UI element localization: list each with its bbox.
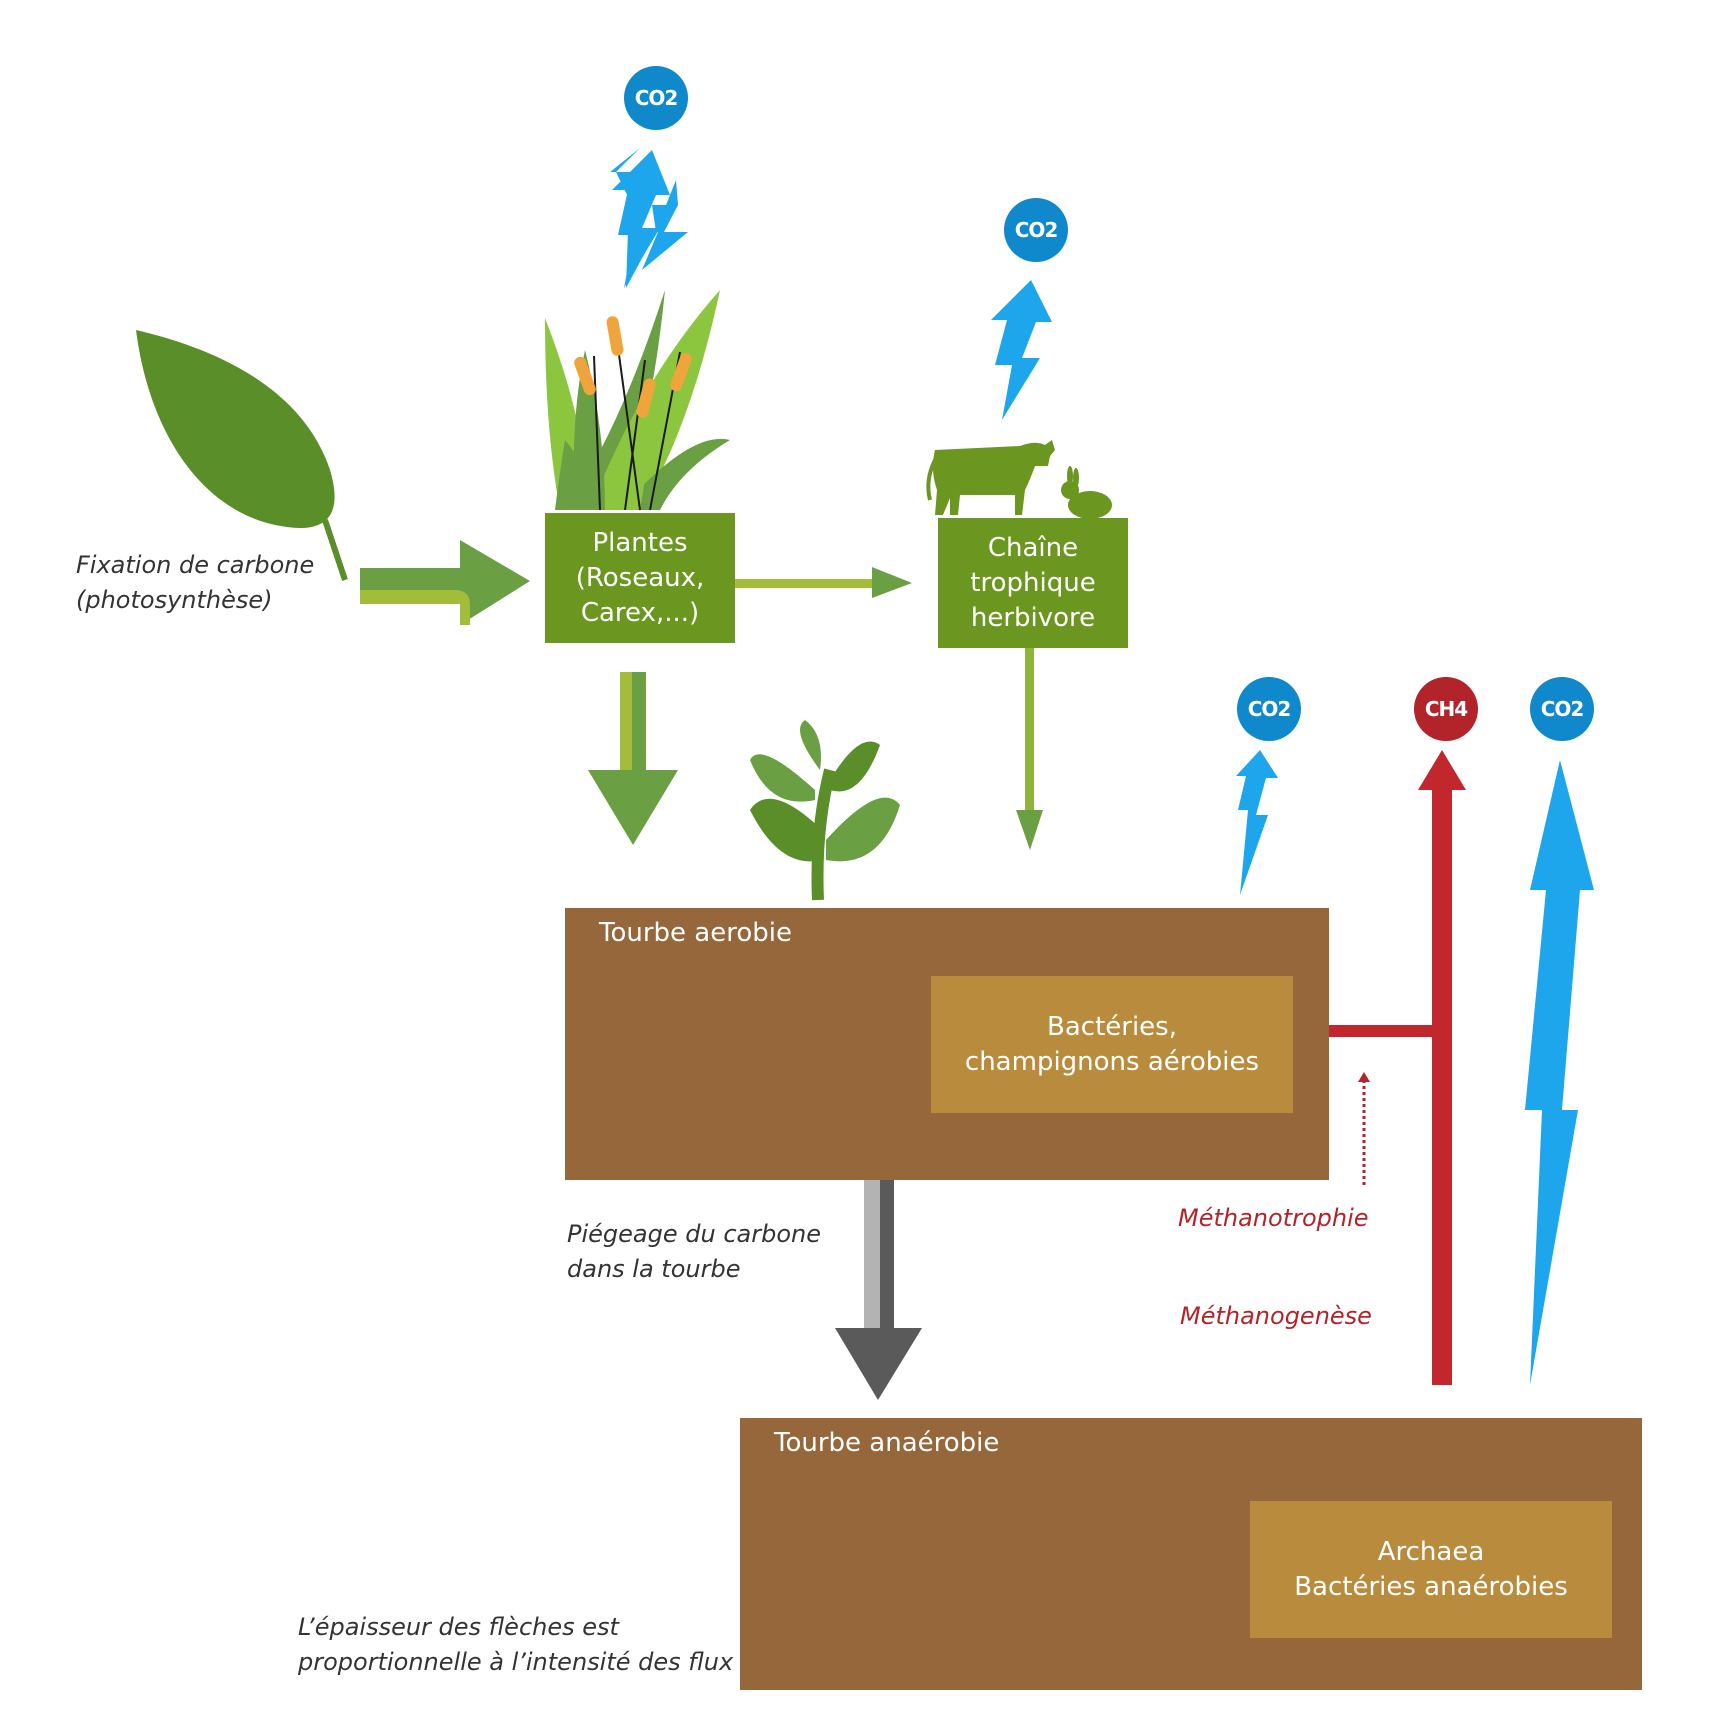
co2-badge-plants: CO2	[624, 66, 688, 130]
plantes-box: Plantes (Roseaux, Carex,...)	[545, 513, 735, 643]
rabbit-icon	[1061, 466, 1112, 519]
seedling-icon	[750, 720, 900, 901]
piegeage-line1: Piégeage du carbone	[567, 1220, 821, 1248]
archaea-line2: Bactéries anaérobies	[1294, 1571, 1568, 1602]
co2-badge-anaerobic: CO2	[1530, 677, 1594, 741]
fixation-label: Fixation de carbone (photosynthèse)	[76, 548, 314, 618]
bacteries-line2: champignons aérobies	[964, 1046, 1260, 1077]
piegeage-label: Piégeage du carbone dans la tourbe	[567, 1217, 821, 1287]
plantes-line3: Carex,...)	[580, 597, 700, 628]
tourbe-aerobie-block: Tourbe aerobie Bactéries, champignons aé…	[565, 908, 1329, 1180]
methanotrophie-label: Méthanotrophie	[1178, 1204, 1369, 1232]
fixation-label-line1: Fixation de carbone	[76, 551, 315, 579]
bacteries-line1: Bactéries,	[1047, 1011, 1177, 1042]
co2-flux-bolt-icon	[610, 148, 688, 288]
tourbe-anaerobie-title: Tourbe anaérobie	[774, 1428, 1000, 1458]
cow-icon	[926, 440, 1055, 515]
chaine-line3: herbivore	[970, 602, 1096, 633]
tourbe-anaerobie-block: Tourbe anaérobie Archaea Bactéries anaér…	[740, 1418, 1642, 1690]
archaea-line1: Archaea	[1377, 1536, 1485, 1567]
co2-flux-bolt-icon-aerobic	[1236, 750, 1278, 895]
plants-to-herbivore-arrow	[735, 567, 912, 598]
chaine-line1: Chaîne	[987, 532, 1079, 563]
co2-badge-aerobic: CO2	[1237, 677, 1301, 741]
photosynthesis-arrow	[360, 540, 530, 625]
flux-note-line2: proportionnelle à l’intensité des flux	[298, 1648, 734, 1676]
methanogenese-label: Méthanogenèse	[1180, 1302, 1372, 1330]
archaea-box: Archaea Bactéries anaérobies	[1250, 1501, 1612, 1638]
bacteries-aerobies-box: Bactéries, champignons aérobies	[931, 976, 1293, 1113]
co2-flux-bolt-icon-anaerobic	[1525, 760, 1594, 1385]
flux-note-line1: L’épaisseur des flèches est	[298, 1613, 619, 1641]
herbivore-to-peat-arrow	[1016, 640, 1043, 850]
methanotrophy-arrow	[1358, 1072, 1370, 1185]
chaine-line2: trophique	[970, 567, 1096, 598]
tourbe-aerobie-title: Tourbe aerobie	[599, 918, 792, 948]
leaf-icon	[136, 330, 348, 581]
co2-flux-bolt-icon-herbivore	[991, 280, 1052, 420]
plantes-line1: Plantes	[592, 527, 688, 558]
fixation-label-line2: (photosynthèse)	[76, 586, 273, 614]
chaine-trophique-box: Chaîne trophique herbivore	[938, 518, 1128, 648]
flux-note: L’épaisseur des flèches est proportionne…	[298, 1610, 733, 1680]
reed-plants-icon	[545, 290, 730, 511]
plants-to-peat-arrow	[588, 672, 678, 845]
piegeage-line2: dans la tourbe	[567, 1255, 741, 1283]
peat-sequestration-arrow	[835, 1180, 922, 1400]
ch4-badge: CH4	[1414, 677, 1478, 741]
plantes-line2: (Roseaux,	[575, 562, 705, 593]
co2-badge-herbivore: CO2	[1004, 198, 1068, 262]
